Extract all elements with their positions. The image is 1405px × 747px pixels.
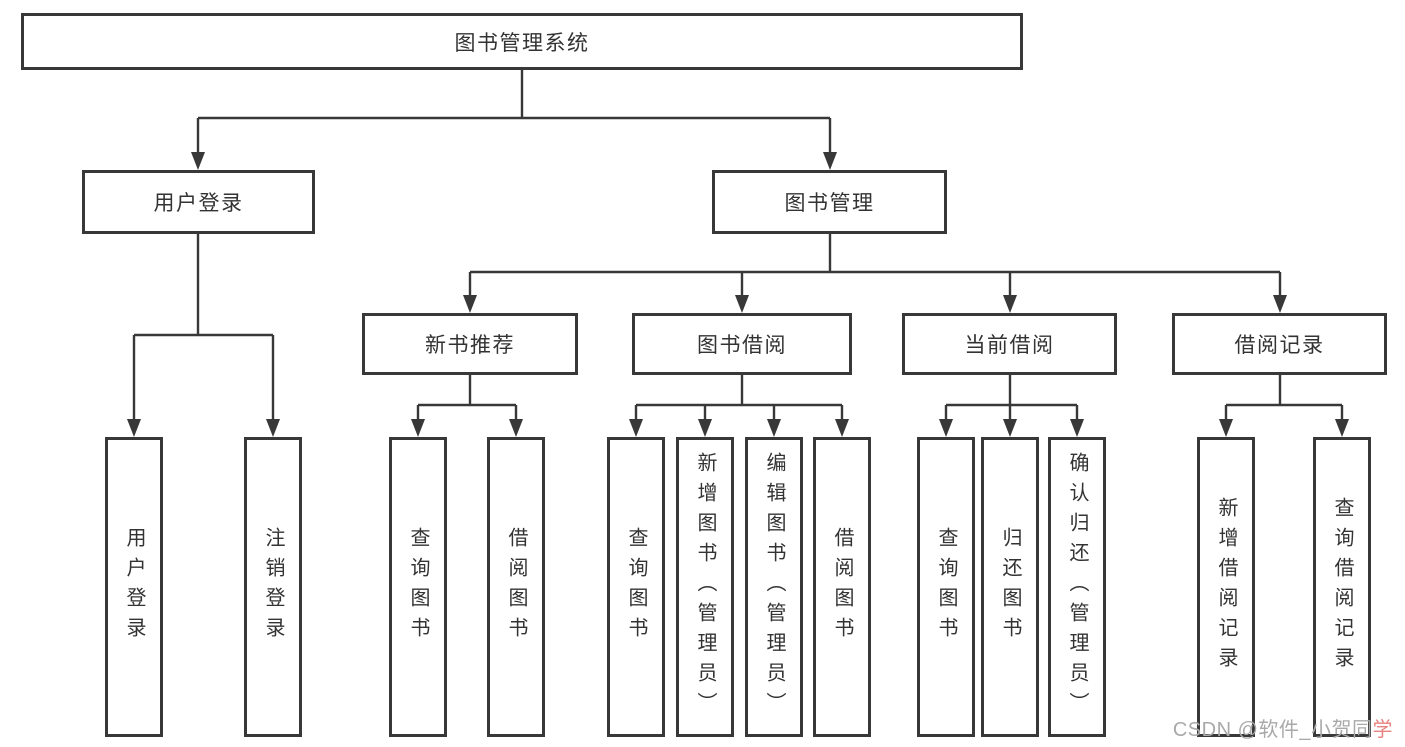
node-label: 新增图书（管理员）: [694, 452, 716, 722]
node-edit-books-admin: 编辑图书（管理员）: [745, 437, 803, 737]
node-label: 查询借阅记录: [1331, 497, 1353, 677]
arrowhead: [735, 295, 749, 313]
connector-user-login: [132, 234, 275, 421]
node-book-borrowing: 图书借阅: [632, 313, 852, 375]
connector-new-book-recommend: [416, 375, 518, 421]
arrowhead: [127, 419, 141, 437]
node-label: 图书管理系统: [454, 31, 590, 55]
node-label: 新书推荐: [425, 334, 515, 357]
node-label: 借阅图书: [505, 527, 527, 647]
arrowhead: [1335, 419, 1349, 437]
node-label: 归还图书: [999, 527, 1021, 647]
arrowhead: [939, 419, 953, 437]
watermark-accent: 学: [1372, 719, 1393, 741]
arrowhead: [509, 419, 523, 437]
arrowhead: [698, 419, 712, 437]
arrowhead: [266, 419, 280, 437]
connector-current-borrowing: [944, 375, 1079, 421]
arrowhead: [463, 295, 477, 313]
node-current-borrowing: 当前借阅: [902, 313, 1117, 375]
node-label: 当前借阅: [964, 334, 1055, 357]
node-add-books-admin: 新增图书（管理员）: [676, 437, 734, 737]
watermark: CSDN @软件_小贺同学: [1173, 713, 1393, 742]
node-label: 确认归还（管理员）: [1066, 452, 1088, 722]
node-label: 图书借阅: [697, 334, 787, 357]
node-library-system: 图书管理系统: [21, 13, 1023, 70]
arrowhead: [1003, 419, 1017, 437]
node-confirm-return-admin: 确认归还（管理员）: [1048, 437, 1106, 737]
node-add-borrow-record: 新增借阅记录: [1197, 437, 1255, 737]
watermark-text: CSDN @软件_小贺同: [1172, 719, 1373, 741]
node-label: 注销登录: [262, 527, 284, 647]
node-label: 用户登录: [123, 527, 145, 647]
node-logout: 注销登录: [244, 437, 302, 737]
arrowhead: [629, 419, 643, 437]
node-label: 用户登录: [153, 192, 244, 215]
arrowhead: [411, 419, 425, 437]
node-book-management: 图书管理: [712, 170, 947, 234]
connector-root: [196, 70, 832, 154]
node-label: 新增借阅记录: [1215, 497, 1237, 677]
node-label: 图书管理: [784, 192, 875, 215]
arrowheads: [127, 152, 1349, 437]
arrowhead: [823, 152, 837, 170]
arrowhead: [835, 419, 849, 437]
connector-borrow-records: [1224, 375, 1344, 421]
node-borrow-books-2: 借阅图书: [813, 437, 871, 737]
node-label: 编辑图书（管理员）: [763, 452, 785, 722]
node-return-books: 归还图书: [981, 437, 1039, 737]
arrowhead: [1273, 295, 1287, 313]
node-label: 查询图书: [407, 527, 429, 647]
node-search-books-2: 查询图书: [607, 437, 665, 737]
node-search-books: 查询图书: [389, 437, 447, 737]
node-new-book-recommend: 新书推荐: [362, 313, 578, 375]
node-login: 用户登录: [105, 437, 163, 737]
node-borrow-books: 借阅图书: [487, 437, 545, 737]
arrowhead: [1003, 295, 1017, 313]
node-label: 查询图书: [625, 527, 647, 647]
node-borrow-records: 借阅记录: [1172, 313, 1387, 375]
node-label: 借阅图书: [831, 527, 853, 647]
node-label: 借阅记录: [1234, 334, 1325, 357]
arrowhead: [191, 152, 205, 170]
arrowhead: [1070, 419, 1084, 437]
node-user-login: 用户登录: [82, 170, 315, 234]
node-label: 查询图书: [935, 527, 957, 647]
connector-book-management: [468, 234, 1282, 297]
connector-book-borrowing: [634, 375, 844, 421]
arrowhead: [1219, 419, 1233, 437]
node-search-borrow-record: 查询借阅记录: [1313, 437, 1371, 737]
arrowhead: [767, 419, 781, 437]
node-search-books-3: 查询图书: [917, 437, 975, 737]
